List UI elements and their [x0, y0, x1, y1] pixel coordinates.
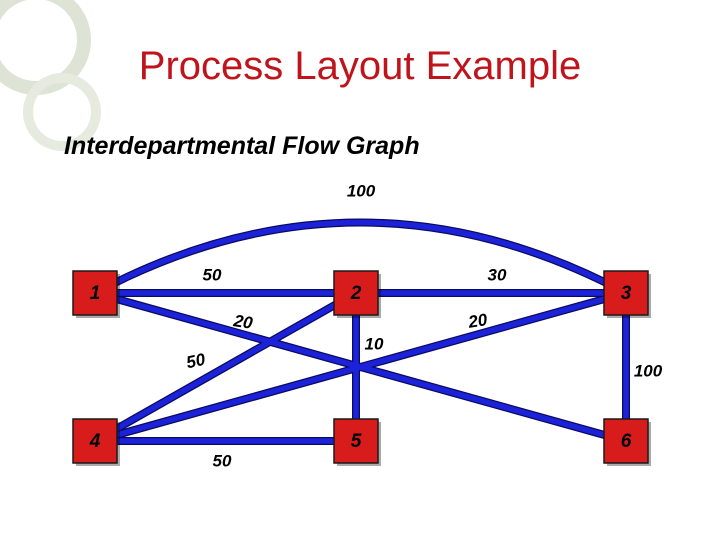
edges	[92, 219, 629, 444]
decor-ring-small	[23, 73, 101, 151]
node-label-6: 6	[621, 431, 632, 452]
node-label-1: 1	[90, 283, 101, 304]
node-label-4: 4	[89, 431, 101, 452]
slide-title: Process Layout Example	[138, 44, 582, 88]
node-3	[603, 270, 649, 316]
edge-label-4-3: 20	[466, 310, 489, 332]
edge-1-3	[92, 219, 629, 296]
edge-label-3-6: 100	[634, 361, 663, 380]
node-label-3: 3	[621, 283, 632, 304]
node-6	[603, 418, 649, 464]
slide-subtitle: Interdepartmental Flow Graph	[64, 132, 420, 160]
node-4	[72, 418, 118, 464]
node-2	[333, 270, 379, 316]
node-label-2: 2	[350, 283, 362, 304]
edge-label-2-5: 10	[365, 334, 384, 353]
edge-labels: 100 50 30 20 20 10 50 100 50	[185, 181, 663, 470]
edge-label-1-3: 100	[347, 181, 376, 200]
node-label-5: 5	[351, 431, 362, 452]
node-5	[333, 418, 379, 464]
edge-label-1-6: 20	[231, 311, 254, 333]
edge-label-4-5: 50	[213, 451, 232, 470]
edge-label-4-2: 50	[185, 350, 208, 373]
node-1	[72, 270, 118, 316]
nodes: 1 2 3 4 5 6	[72, 270, 651, 466]
edge-4-3	[92, 290, 629, 444]
edge-label-1-2: 50	[203, 265, 222, 284]
edge-label-2-3: 30	[488, 265, 507, 284]
edge-4-2	[92, 290, 359, 444]
